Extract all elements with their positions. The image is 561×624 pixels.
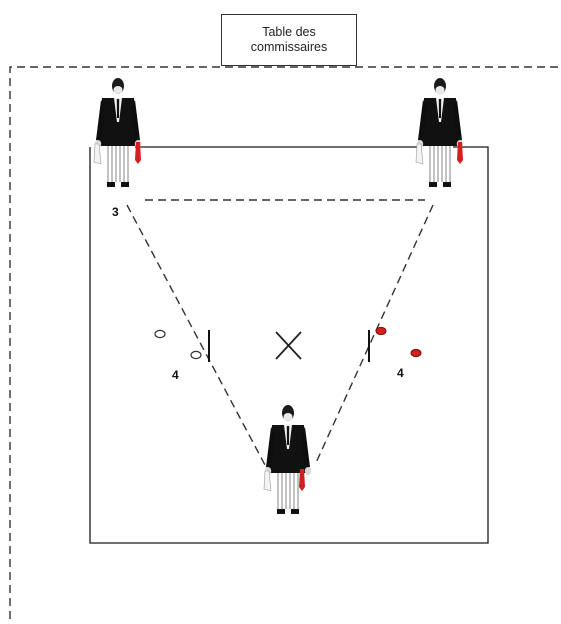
sight-line-left bbox=[126, 204, 266, 466]
white-competitor-marker-2 bbox=[190, 350, 202, 360]
judges-table-label: Table des commissaires bbox=[250, 25, 328, 54]
red-competitor-marker-1 bbox=[375, 326, 387, 336]
label-competitor-right: 4 bbox=[397, 366, 404, 380]
competition-area bbox=[89, 146, 489, 544]
judges-table: Table des commissaires bbox=[221, 14, 357, 66]
referee-figure-icon bbox=[93, 77, 142, 188]
cross-icon bbox=[275, 331, 302, 360]
outer-boundary bbox=[9, 66, 561, 619]
sight-line-right bbox=[314, 204, 434, 466]
white-competitor-marker-1 bbox=[154, 329, 166, 339]
label-judge-left: 3 bbox=[112, 205, 119, 219]
referee-figure-icon bbox=[263, 404, 312, 515]
label-competitor-left: 4 bbox=[172, 368, 179, 382]
red-competitor-marker-2 bbox=[410, 348, 422, 358]
referee-figure-icon bbox=[415, 77, 464, 188]
